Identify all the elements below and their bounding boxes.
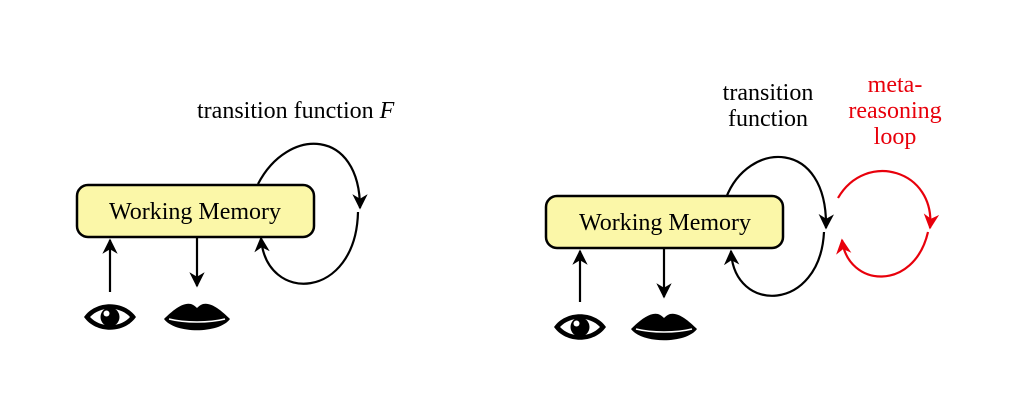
- transition-label-line2: function: [728, 106, 808, 132]
- eye-icon: [84, 304, 136, 330]
- eye-icon: [554, 314, 606, 340]
- meta-label-line3: loop: [874, 124, 917, 150]
- lips-icon: [630, 312, 698, 342]
- meta-loop-return: [836, 231, 930, 278]
- working-memory-box: [75, 183, 316, 239]
- working-memory-box-right: [544, 194, 785, 250]
- transition-function-label: transition function F: [197, 98, 395, 124]
- right-diagram: Working Memory transition function meta-…: [544, 72, 942, 342]
- transition-loop-return: [254, 211, 360, 285]
- meta-loop-arrow: [837, 170, 940, 230]
- transition-loop-arrow: [257, 142, 368, 210]
- meta-label-line1: meta-: [868, 72, 923, 98]
- transition-loop-return-right: [723, 231, 826, 297]
- meta-label-line2: reasoning: [848, 98, 941, 124]
- transition-loop-arrow-right: [724, 155, 834, 230]
- lips-icon: [163, 302, 231, 332]
- transition-label-line1: transition: [723, 80, 814, 106]
- working-memory-label-right: Working Memory: [579, 210, 751, 236]
- working-memory-label: Working Memory: [109, 199, 281, 225]
- left-diagram: Working Memory transition function F: [75, 98, 395, 332]
